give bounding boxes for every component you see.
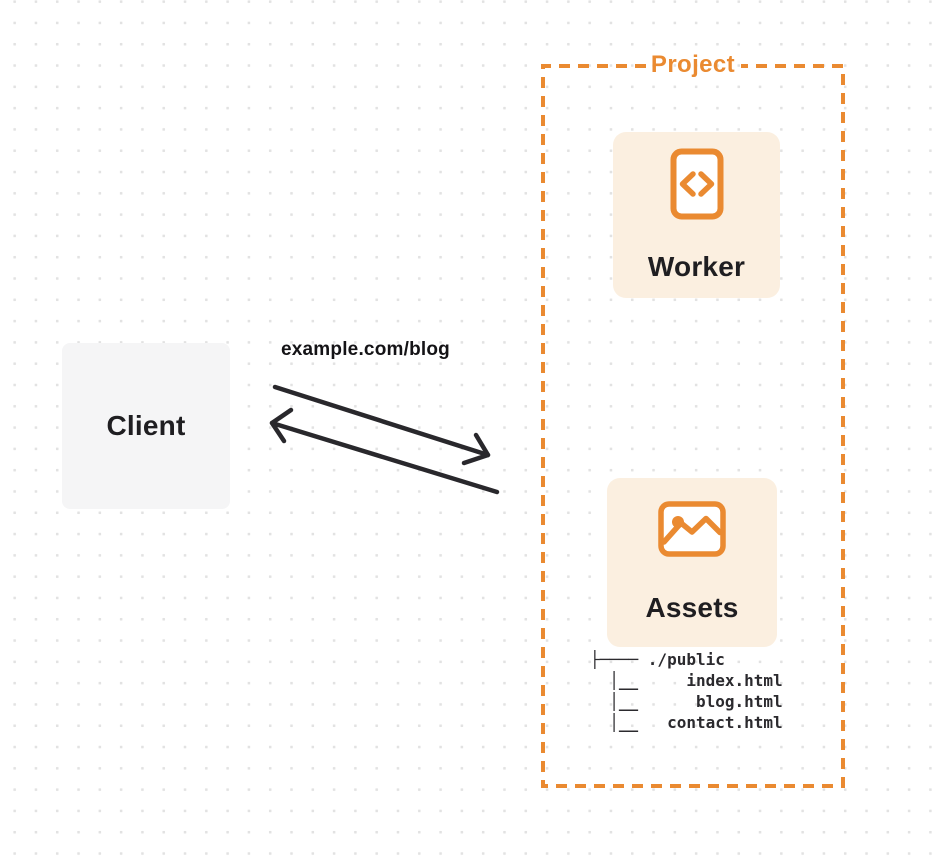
worker-code-icon — [670, 148, 724, 225]
client-label: Client — [106, 410, 186, 441]
worker-label: Worker — [647, 250, 746, 282]
project-title: Project — [650, 51, 736, 78]
client-node: Client — [62, 343, 230, 509]
assets-node: Assets — [607, 478, 777, 647]
request-arrow — [272, 384, 491, 466]
request-url-label: example.com/blog — [281, 339, 450, 360]
worker-node: Worker — [613, 132, 780, 298]
assets-file-tree: ├──── ./public │__ index.html │__ blog.h… — [590, 650, 783, 732]
assets-image-icon — [658, 501, 726, 562]
response-arrow — [269, 407, 500, 495]
assets-label: Assets — [645, 592, 739, 623]
